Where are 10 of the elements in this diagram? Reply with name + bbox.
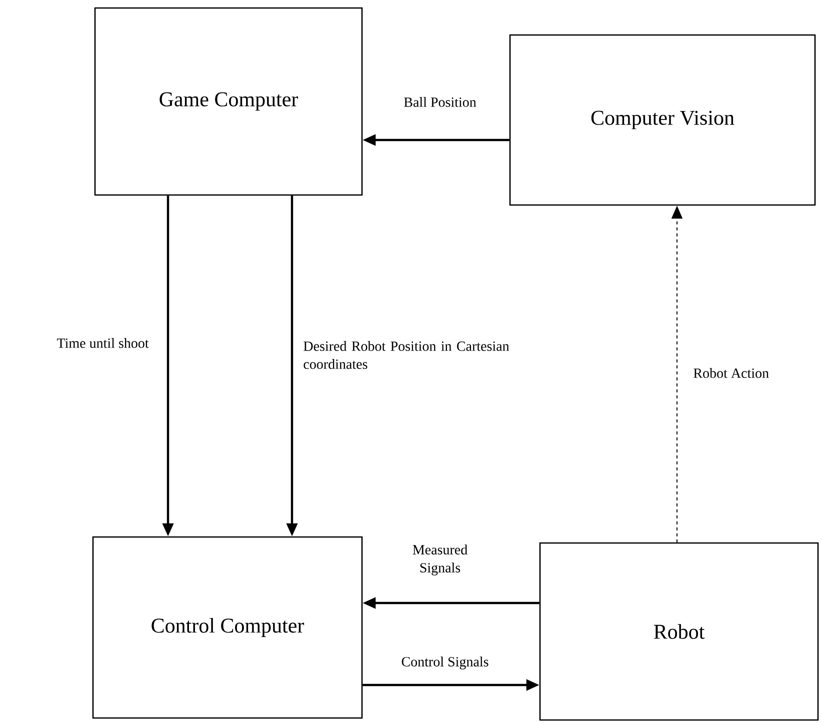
process-box: Control Computer <box>92 536 363 719</box>
edge-label: Time until shoot <box>57 338 149 348</box>
edge-label: Desired Robot Position in Cartesian coordinates <box>304 341 510 369</box>
process-box: Computer Vision <box>509 34 816 206</box>
edge-label: Ball Position <box>404 97 476 107</box>
edge-label: Robot Action <box>694 368 769 378</box>
process-box: Game Computer <box>94 7 363 196</box>
edge-label: Control Signals <box>402 656 488 670</box>
edge-label: Measured Signals <box>412 544 468 576</box>
process-box: Robot <box>539 542 819 721</box>
